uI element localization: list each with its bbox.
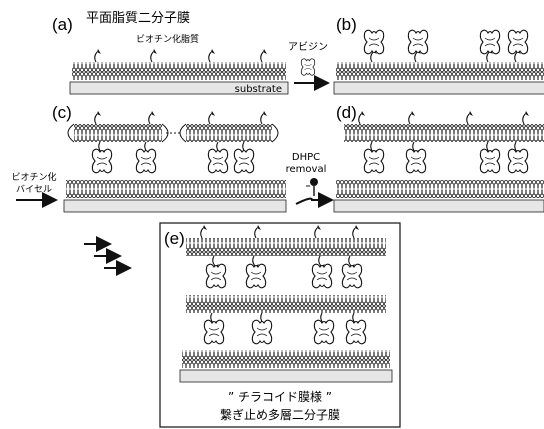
panel-e-label: (e) [164,229,185,248]
panel-d: (d) [334,103,544,212]
top-bilayer-e [186,238,386,256]
middle-bilayer-e [186,295,386,313]
bilayer-b [336,62,544,80]
dhpc-molecule-icon [310,178,318,186]
avidin-protein [246,264,265,288]
bottom-bilayer-e [182,350,390,368]
bilayer-c [66,180,286,198]
avidin-label: アビジン [288,41,328,53]
avidin-protein [208,149,227,173]
substrate-d [334,200,544,212]
avidin-protein [480,149,499,173]
avidin-protein [136,149,155,173]
bicelle [180,124,278,142]
avidin-icon [301,59,315,75]
substrate-label: substrate [235,84,282,95]
biotin-tether [209,111,215,124]
panel-e-caption-1: ” チラコイド膜様 ” [228,390,332,404]
avidin-protein [342,264,361,288]
biotin-tether [261,49,267,62]
avidin-protein [508,149,527,173]
bicelle-label-1: ビオチン化 [11,171,56,183]
substrate-c [64,200,286,212]
biotin-tether [359,111,365,124]
panel-e-caption-2: 繋ぎ止め多層二分子膜 [220,407,340,422]
biotin-lipid-label: ビオチン化脂質 [136,33,199,45]
avidin-protein [364,149,383,173]
biotin-tether [523,111,529,124]
panel-a-title: 平面脂質二分子膜 [86,11,190,26]
avidin-protein [204,320,223,344]
avidin-protein [252,320,271,344]
biotin-tether [95,111,101,124]
biotin-tether [209,49,215,62]
substrate-b [334,82,544,94]
dhpc-label-2: removal [286,164,327,175]
bicelle [68,124,168,142]
panel-d-label: (d) [336,103,357,122]
panel-e: (e) ” チラコイド膜様 ” 繋ぎ止め多層二分子膜 [160,223,400,427]
avidin-protein [346,320,365,344]
avidin-protein [508,30,527,54]
avidin-protein [408,30,427,54]
dhpc-removal-arrow: DHPC removal [286,152,332,204]
avidin-protein [92,149,111,173]
avidin-protein [312,264,331,288]
avidin-protein [234,149,253,173]
bilayer-d [336,180,544,198]
substrate-e [180,370,392,382]
biotin-tether [467,111,473,124]
arrow-c-to-d [296,199,332,204]
avidin-protein [206,264,225,288]
repeat-arrows [84,244,130,268]
bilayer-a [72,62,286,80]
panel-c: (c) ビオチン化 バイセル [11,103,286,212]
bicelle-label-2: バイセル [16,184,52,195]
biotin-tether [409,111,415,124]
avidin-protein [364,30,383,54]
biotin-tether [151,49,157,62]
top-bilayer-d [344,124,544,142]
avidin-protein [406,149,425,173]
biotin-tether [261,111,267,124]
avidin-protein [314,320,333,344]
avidin-protein [480,30,499,54]
panel-b: (b) [334,15,544,94]
panel-c-label: (c) [52,103,72,122]
avidin-arrow: アビジン [288,41,328,83]
biotin-tether [149,111,155,124]
dhpc-label-1: DHPC [292,152,320,163]
panel-a: (a) 平面脂質二分子膜 ビオチン化脂質 substrate [52,11,288,95]
panel-b-label: (b) [336,15,357,34]
biotin-tether [95,49,101,62]
panel-a-label: (a) [52,15,73,34]
